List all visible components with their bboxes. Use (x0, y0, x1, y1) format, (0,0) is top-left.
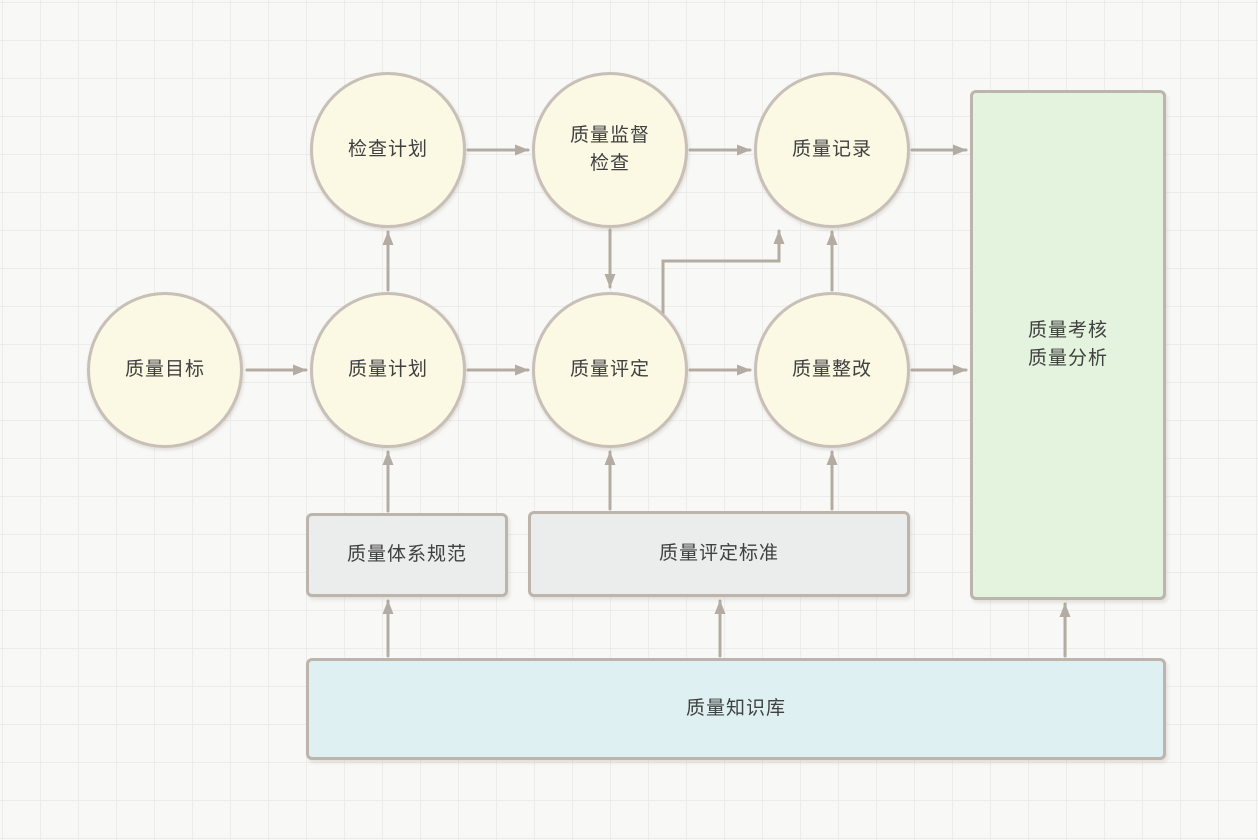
node-quality-system-spec-label: 质量体系规范 (346, 543, 467, 565)
node-quality-assessment[interactable]: 质量评定 (532, 292, 688, 448)
node-quality-plan-label: 质量计划 (347, 358, 428, 380)
node-quality-goal[interactable]: 质量目标 (87, 292, 243, 448)
node-quality-goal-label: 质量目标 (124, 358, 205, 380)
node-inspection-plan[interactable]: 检查计划 (310, 72, 466, 228)
node-quality-rectification[interactable]: 质量整改 (754, 292, 910, 448)
node-assessment-standard[interactable]: 质量评定标准 (528, 511, 910, 597)
node-supervision-inspection-label: 质量监督 检查 (569, 124, 650, 175)
node-quality-plan[interactable]: 质量计划 (310, 292, 466, 448)
node-quality-review-analysis-label: 质量考核 质量分析 (1027, 319, 1108, 370)
node-quality-record-label: 质量记录 (791, 138, 872, 160)
node-quality-system-spec[interactable]: 质量体系规范 (306, 513, 508, 597)
node-inspection-plan-label: 检查计划 (347, 138, 428, 160)
node-knowledge-base-label: 质量知识库 (685, 697, 786, 719)
node-quality-assessment-label: 质量评定 (569, 358, 650, 380)
node-quality-record[interactable]: 质量记录 (754, 72, 910, 228)
arrow-assessment-to-record[interactable] (661, 229, 785, 315)
node-knowledge-base[interactable]: 质量知识库 (306, 658, 1166, 760)
node-quality-review-analysis[interactable]: 质量考核 质量分析 (970, 90, 1166, 600)
node-assessment-standard-label: 质量评定标准 (658, 542, 779, 564)
node-supervision-inspection[interactable]: 质量监督 检查 (532, 72, 688, 228)
node-quality-rectification-label: 质量整改 (791, 358, 872, 380)
